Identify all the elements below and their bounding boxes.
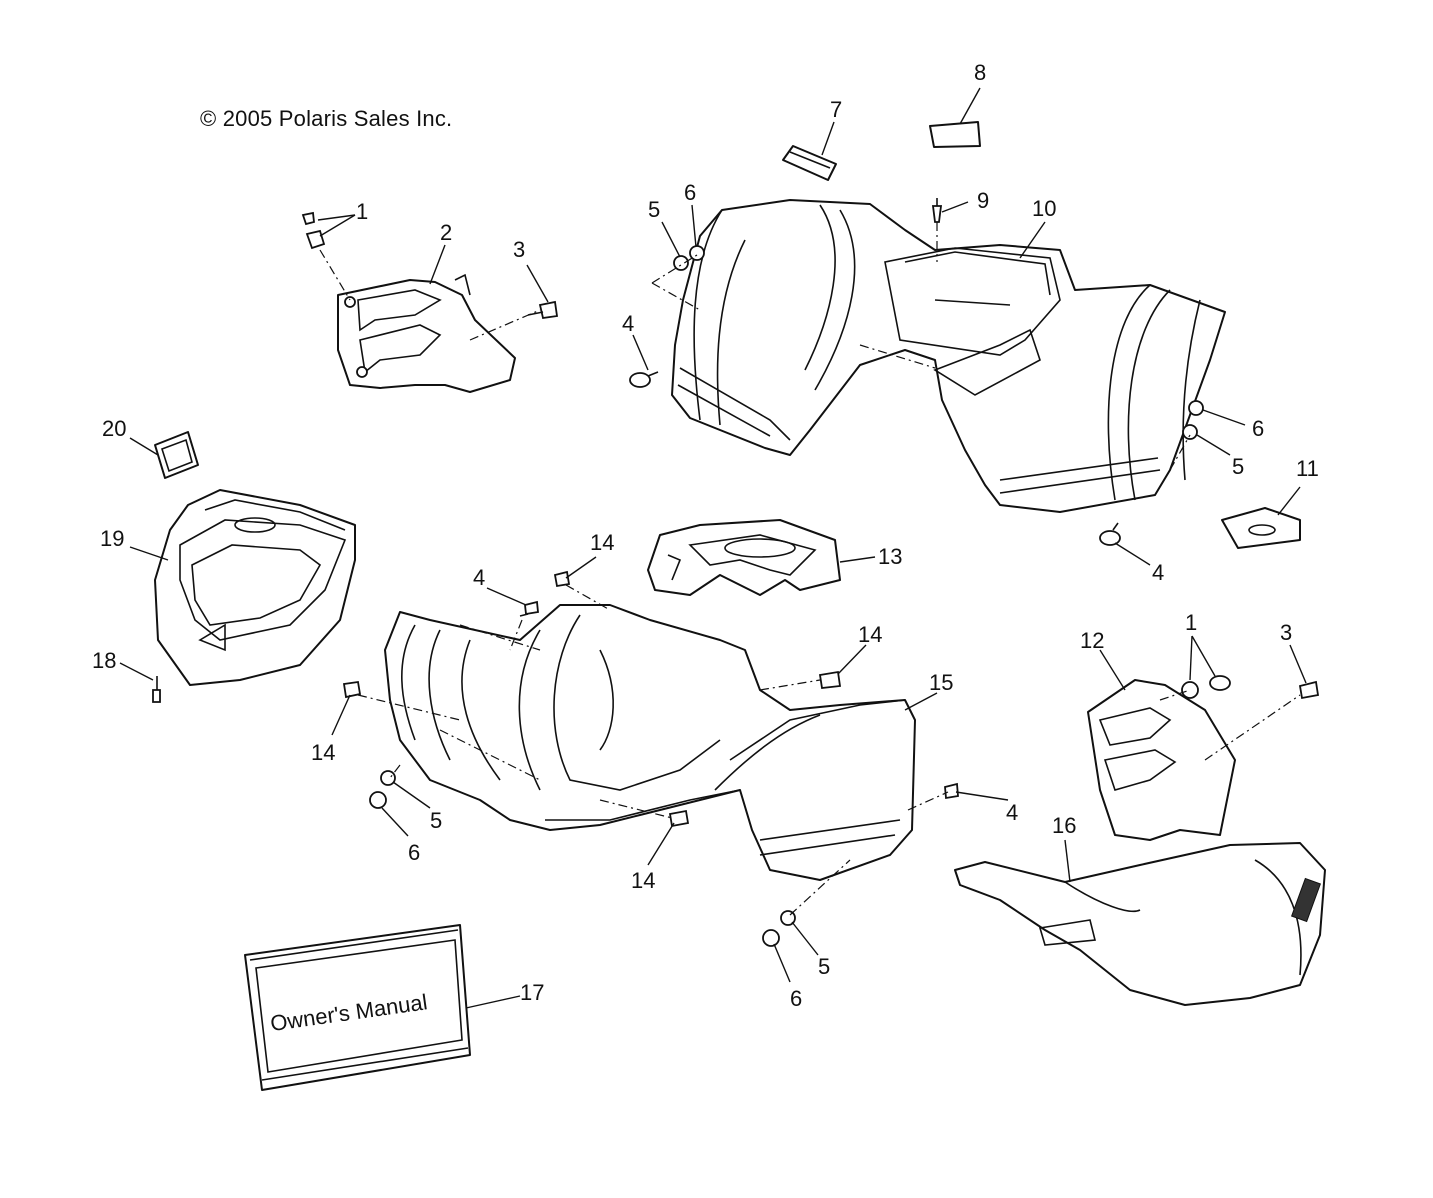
part-19-headlight-pod: [154, 489, 356, 686]
callout-14d: 14: [631, 868, 655, 893]
callout-6: 6: [684, 180, 696, 205]
callout-numbers: 1 2 3 4 5 6 7 8 9 10 6 5 11 4 20 19 14 4…: [92, 60, 1319, 1011]
callout-20: 20: [102, 416, 126, 441]
callout-14b: 14: [858, 622, 882, 647]
callout-3: 3: [513, 237, 525, 262]
callout-2: 2: [440, 220, 452, 245]
part-9-screw: [931, 198, 943, 223]
callout-14a: 14: [590, 530, 614, 555]
callout-4: 4: [622, 311, 634, 336]
callout-11: 11: [1296, 456, 1319, 481]
part-8-pad: [929, 121, 981, 148]
copyright-notice: © 2005 Polaris Sales Inc.: [200, 106, 453, 131]
callout-6d: 6: [790, 986, 802, 1011]
callout-4d: 4: [1006, 800, 1018, 825]
callout-3b: 3: [1280, 620, 1292, 645]
part-10-rear-fender: [671, 199, 1226, 513]
part-7-clip: [782, 145, 837, 181]
callout-5b: 5: [1232, 454, 1244, 479]
leader-lines: [119, 87, 1307, 1009]
callout-5d: 5: [818, 954, 830, 979]
callout-9: 9: [977, 188, 989, 213]
callout-13: 13: [878, 544, 902, 569]
part-12-side-panel: [1087, 679, 1236, 841]
part-11-plate: [1221, 507, 1301, 549]
callout-14c: 14: [311, 740, 335, 765]
callout-17: 17: [520, 980, 544, 1005]
part-15-front-fender: [384, 604, 916, 881]
callout-7: 7: [830, 97, 842, 122]
hardware-fasteners: [152, 211, 1320, 947]
callout-10: 10: [1032, 196, 1056, 221]
callout-6b: 6: [1252, 416, 1264, 441]
callout-19: 19: [100, 526, 124, 551]
callout-1b: 1: [1185, 610, 1197, 635]
callout-8: 8: [974, 60, 986, 85]
part-20-bezel: [154, 431, 199, 479]
part-17-owners-manual: Owner's Manual: [244, 924, 471, 1091]
callout-1: 1: [356, 199, 368, 224]
part-2-side-panel: [337, 273, 516, 393]
callout-5c: 5: [430, 808, 442, 833]
callout-12: 12: [1080, 628, 1104, 653]
alignment-lines: [319, 222, 1301, 916]
callout-4b: 4: [1152, 560, 1164, 585]
part-16-seat: [954, 842, 1326, 1006]
callout-18: 18: [92, 648, 116, 673]
callout-5: 5: [648, 197, 660, 222]
callout-6c: 6: [408, 840, 420, 865]
callout-16: 16: [1052, 813, 1076, 838]
callout-15: 15: [929, 670, 953, 695]
callout-4c: 4: [473, 565, 485, 590]
part-13-inner-cover: [647, 519, 841, 596]
